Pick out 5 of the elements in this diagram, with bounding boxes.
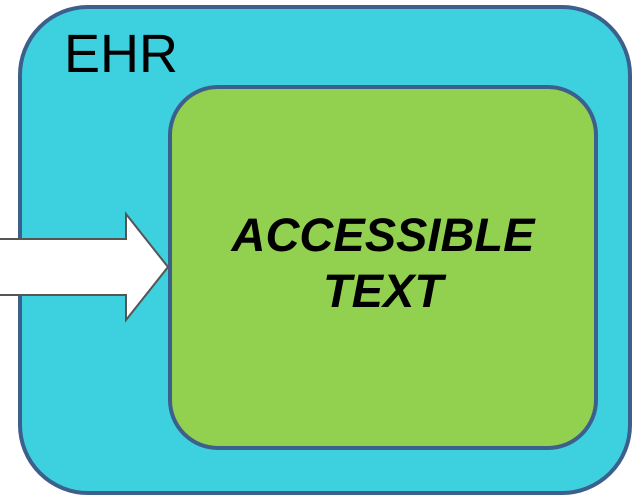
container-box: [18, 5, 632, 495]
block-arrow: [0, 211, 170, 323]
box-label: ACCESSIBLE TEXT: [230, 207, 536, 320]
container-label: EHR: [64, 27, 178, 81]
content-box: [168, 85, 598, 450]
